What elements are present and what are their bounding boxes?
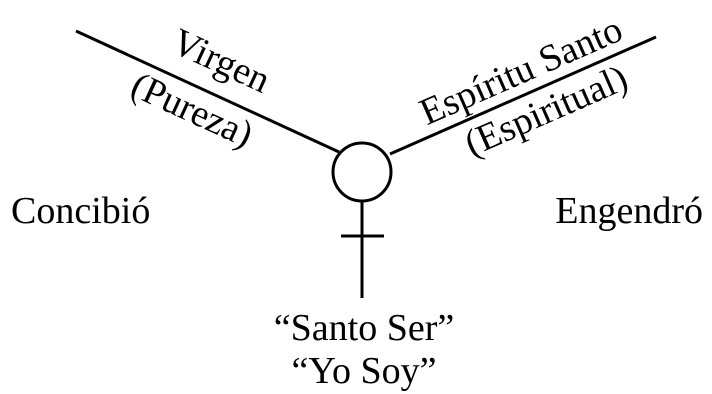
female-symbol-icon — [331, 141, 393, 298]
left-diagonal-line — [75, 29, 340, 154]
label-santo-ser: “Santo Ser” — [274, 307, 454, 349]
right-diagonal-line — [389, 35, 657, 156]
symbol-circle — [331, 141, 393, 203]
label-concibio: Concibió — [11, 190, 150, 232]
label-engendro: Engendró — [555, 190, 703, 232]
label-yo-soy: “Yo Soy” — [291, 350, 436, 392]
